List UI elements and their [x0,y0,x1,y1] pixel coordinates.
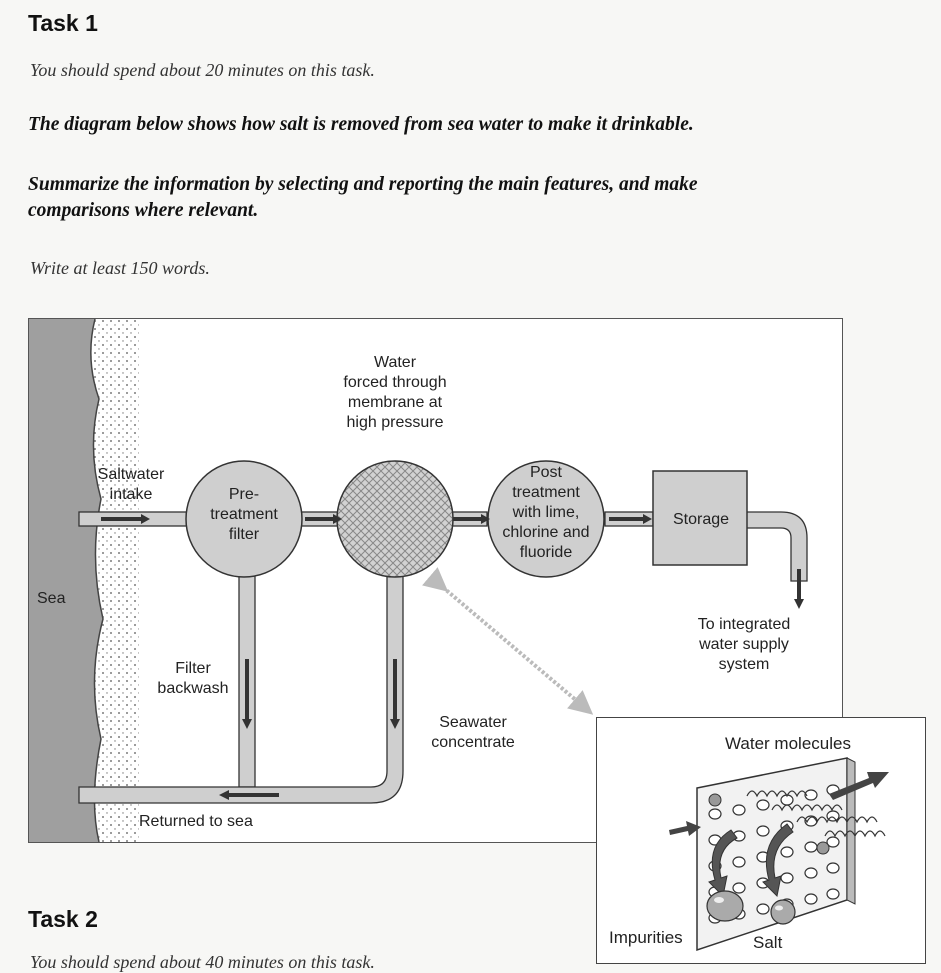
intake-arrow [101,514,150,524]
pretreatment-filter [185,460,303,578]
task1-prompt: The diagram below shows how salt is remo… [28,114,694,135]
post-treatment-label: Post treatment with lime, chlorine and f… [502,464,590,561]
shore-sand [90,319,139,842]
task1-instructions-line1: Summarize the information by selecting a… [28,174,698,195]
water-molecule-coil [771,804,843,812]
task1-time-note: You should spend about 20 minutes on thi… [30,60,375,80]
impurity-return-arrow [708,829,738,898]
task1-word-note: Write at least 150 words. [30,258,210,278]
returned-label: Returned to sea [139,813,253,830]
water-molecules-label: Water molecules [725,734,851,753]
water-exit-arrow [829,772,889,800]
desalination-diagram: Sea Saltwater intake Pre- treatment filt… [28,318,843,843]
concentrate-label: Seawater concentrate [431,714,515,751]
salt-particle [770,899,796,925]
filter-out-arrow [305,514,342,524]
task2-heading: Task 2 [28,906,98,932]
water-molecule-coil [796,816,878,824]
task1-instructions-line2: comparisons where relevant. [28,200,259,221]
supply-arrow [794,569,804,609]
storage-tank [652,470,748,566]
supply-label: To integrated water supply system [697,616,791,673]
concentrate-pipe [78,563,404,804]
task1-heading: Task 1 [28,10,98,36]
backwash-arrow [242,659,252,729]
intake-label: Saltwater intake [97,466,165,503]
water-input-arrow [669,821,701,836]
sea-area [29,319,103,842]
zoom-connector [422,567,594,715]
impurity-particle [706,890,744,922]
water-molecule-coil [746,790,808,798]
membrane-unit [336,460,454,578]
return-arrow [219,790,279,800]
impurities-label: Impurities [609,928,683,947]
concentrate-arrow [390,659,400,729]
storage-label: Storage [672,511,730,528]
supply-pipe [736,511,808,582]
salt-label: Salt [753,933,783,952]
post-out-arrow [609,514,652,524]
task2-time-note: You should spend about 40 minutes on thi… [30,952,375,972]
backwash-label: Filter backwash [157,660,229,697]
pretreatment-label: Pre- treatment filter [210,486,278,543]
membrane-out-arrow [453,514,490,524]
sea-label: Sea [37,590,66,607]
membrane-label: Water forced through membrane at high pr… [343,354,447,431]
salt-return-arrow [762,823,794,898]
water-molecule-coil [824,830,886,838]
membrane-inset: Water molecules Impurities Salt [596,717,926,964]
